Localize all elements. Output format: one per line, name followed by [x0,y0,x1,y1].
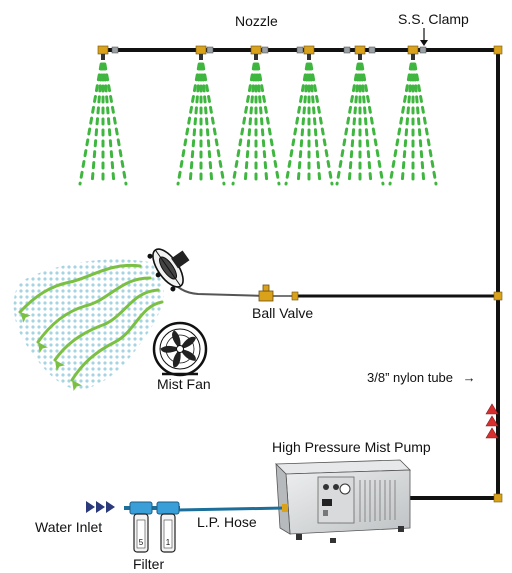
clamp-label: S.S. Clamp [398,11,469,27]
mist-fan-label: Mist Fan [157,376,211,392]
mist-spray [231,62,281,186]
airflow-arrow [70,300,164,382]
airflow-arrow-head [72,380,82,392]
mist-spray [284,62,334,186]
airflow-arrow [18,263,142,314]
fan-mist-cloud [13,259,164,390]
tube-label: 3/8” nylon tube → [367,370,476,385]
pipe-fittings [493,45,503,503]
airflow-arrow [53,288,160,362]
lp-hose [177,506,285,512]
nozzle-icon [354,45,366,60]
filter-right-mark: 1 [166,538,171,547]
fan-blade [180,349,196,361]
airflow-arrow [36,276,152,344]
pump-label: High Pressure Mist Pump [272,439,431,455]
nozzle-label: Nozzle [235,13,278,29]
fan-feed-hose [170,277,269,297]
pump-icon [275,459,411,543]
nozzle-row [78,45,438,186]
fan-blade [180,336,196,349]
mist-fan-icon [152,321,208,377]
ss-clamp [296,46,304,54]
mist-spray [335,62,385,186]
water-inlet-label: Water Inlet [35,519,103,535]
filter-label: Filter [133,556,165,572]
nozzle-icon [250,45,262,60]
ss-clamp [111,46,119,54]
ball-valve-icon [258,284,299,302]
lp-hose-label: L.P. Hose [197,514,257,530]
ss-clamp [368,46,376,54]
inlet-arrow-icon [86,501,115,513]
filter-icon: 5 1 [124,501,180,553]
mist-spray [176,62,226,186]
ss-clamp [206,46,214,54]
mist-spray [78,62,128,186]
ss-clamp [343,46,351,54]
airflow-arrow-head [55,360,65,372]
tube-label-text: 3/8” nylon tube [367,370,454,385]
nozzle-icon [303,45,315,60]
tube-arrow-icon: → [462,370,476,385]
nozzle-icon [407,45,419,60]
mist-fan-head [147,248,190,292]
ball-valve-label: Ball Valve [252,305,314,321]
fan-blade [172,330,181,349]
hose-fitting [282,504,288,512]
fan-blade [160,345,180,353]
ss-clamp [419,46,427,54]
flow-arrow-icon [485,403,499,439]
ss-clamp [261,46,269,54]
mist-spray [388,62,438,186]
airflow-arrow-head [38,342,48,354]
filter-left-mark: 5 [139,538,144,547]
clamp-icon [420,28,428,46]
nozzle-icon [195,45,207,60]
fan-blade [172,349,181,368]
nozzle-icon [97,45,109,60]
